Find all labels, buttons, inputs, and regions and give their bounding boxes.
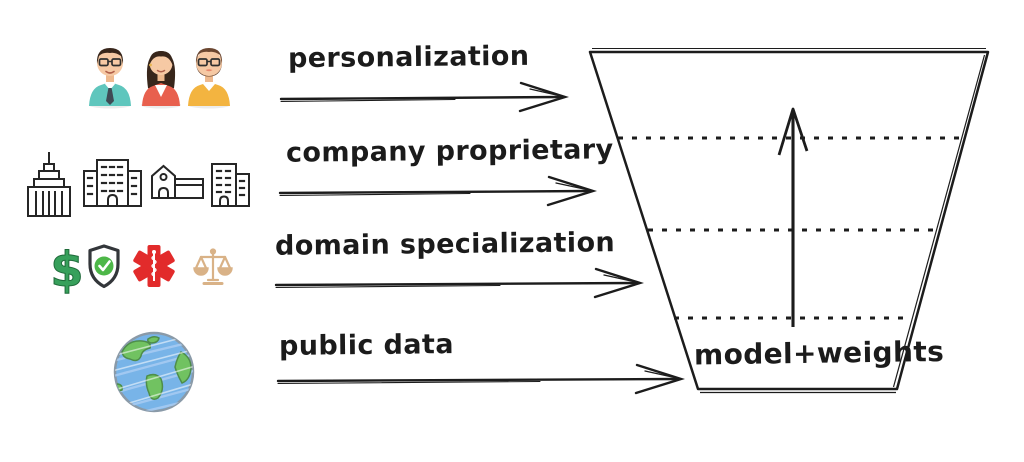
public-data-label: public data [278, 329, 455, 362]
funnel-dotted-layers [618, 136, 961, 320]
people-avatars-group [89, 48, 230, 109]
office-building-icon [83, 159, 142, 207]
personalization-label: personalization [287, 40, 530, 75]
star-of-life-icon [133, 245, 175, 287]
funnel-shape [588, 47, 990, 394]
personalization-arrow-icon [279, 81, 569, 113]
bearded-man-avatar-icon [188, 48, 230, 109]
factory-building-icon [151, 164, 204, 199]
up-arrow-icon [777, 107, 809, 327]
shield-check-icon [88, 244, 120, 289]
annex-building-icon [211, 163, 250, 207]
domain-icons-group: $ [50, 242, 233, 299]
man-avatar-icon [89, 48, 131, 109]
dollar-sign-icon: $ [50, 242, 83, 298]
company-proprietary-arrow-icon [278, 175, 597, 207]
domain-specialization-arrow-icon [274, 267, 644, 299]
justice-scales-icon [193, 248, 233, 285]
funnel-label: model+weights [693, 334, 945, 372]
earth-globe-icon [113, 331, 195, 413]
company-proprietary-label: company proprietary [285, 134, 614, 169]
domain-specialization-label: domain specialization [274, 227, 616, 262]
buildings-group [27, 152, 250, 217]
woman-avatar-icon [141, 51, 181, 109]
skyscraper-icon [27, 152, 71, 217]
public-data-arrow-icon [276, 363, 685, 395]
